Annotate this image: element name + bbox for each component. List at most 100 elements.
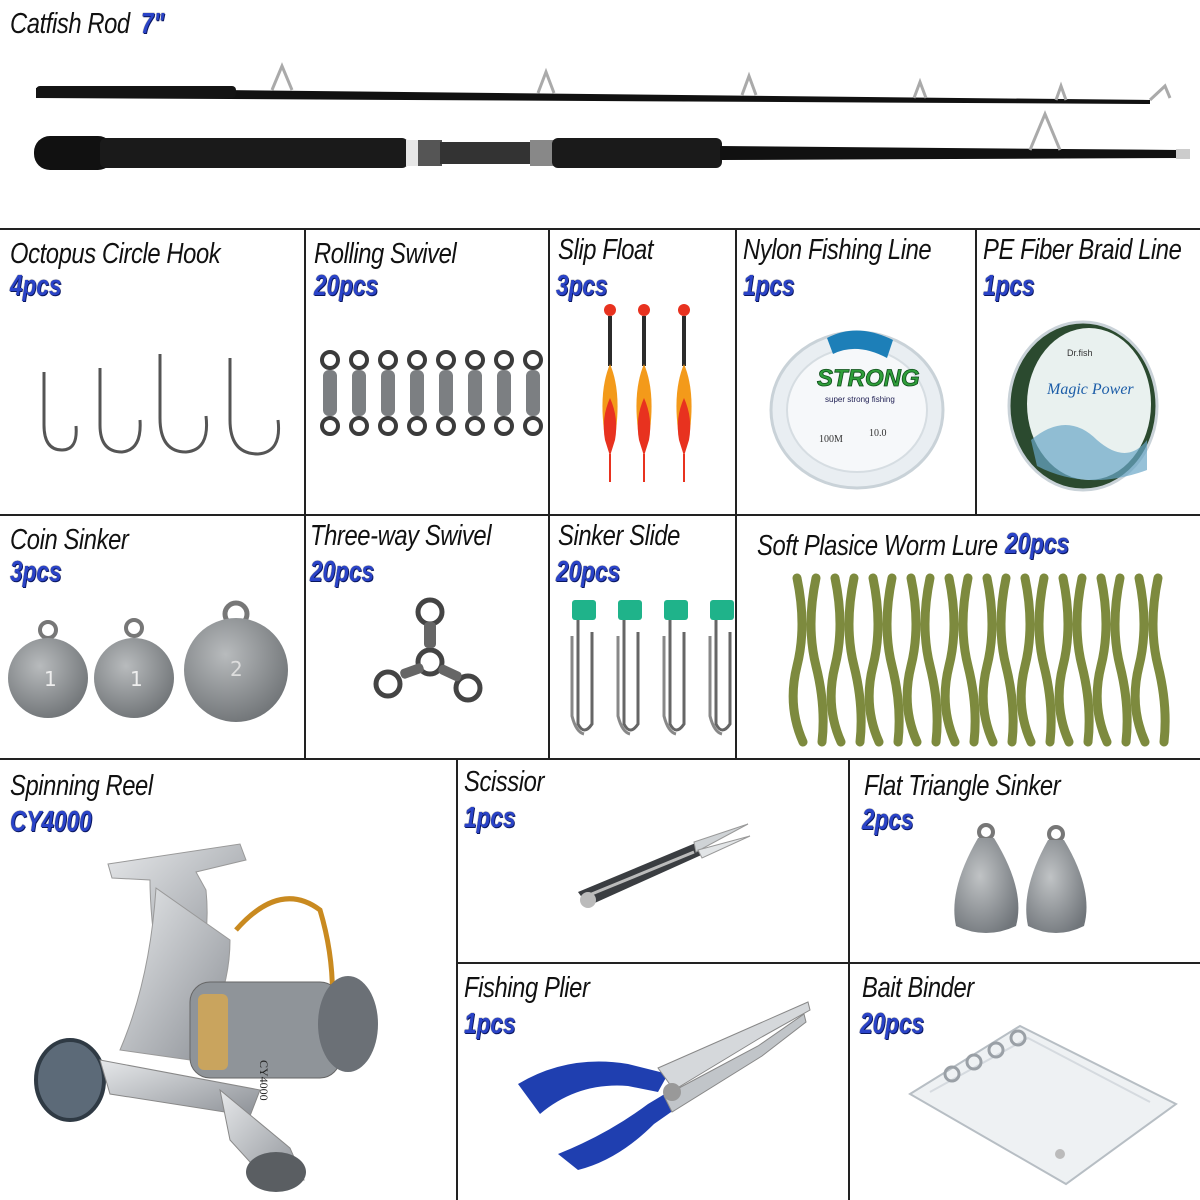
worm-lure <box>940 573 960 747</box>
grid-line <box>0 228 1200 230</box>
slide-snap-wire <box>708 636 723 736</box>
worm-lure <box>1148 573 1170 747</box>
rod-tip-section <box>34 62 1190 170</box>
swivel-ring <box>465 350 485 370</box>
hook-cell: Octopus Circle Hook 4pcs <box>0 230 304 514</box>
swivel-barrel <box>352 370 366 416</box>
worm-lure <box>788 573 808 747</box>
float-body-lower <box>603 398 617 456</box>
rod-section: Catfish Rod 7" <box>0 0 1200 226</box>
item-quantity: 20pcs <box>860 1008 925 1040</box>
swivel-barrel <box>439 370 453 416</box>
slide-snap <box>622 620 640 732</box>
worm-lure <box>996 573 1018 747</box>
float-stem <box>683 454 685 482</box>
nylon-spec: 10.0 <box>869 428 887 439</box>
scissor-image <box>578 823 751 908</box>
worm-lure <box>1092 573 1112 747</box>
grid-line <box>975 228 977 514</box>
float-top <box>604 304 616 316</box>
worm-lure-cell: Soft Plasice Worm Lure 20pcs <box>737 516 1200 758</box>
float-antenna <box>682 316 686 366</box>
swivel-ring <box>349 350 369 370</box>
item-label: Three-way Swivel <box>310 520 492 552</box>
triangle-sinker-image <box>954 823 1087 933</box>
scissor-cell: Scissior 1pcs <box>458 760 848 962</box>
slide-tube <box>664 600 688 620</box>
nylon-spool-image: STRONG super strong fishing 100M 10.0 <box>769 330 945 490</box>
nylon-length: 100M <box>819 434 843 445</box>
braid-spool-image: Dr.fish Magic Power <box>1007 320 1159 492</box>
spinning-reel-cell: Spinning Reel CY4000 CY4000 <box>0 760 456 1200</box>
sinker-slide-cell: Sinker Slide 20pcs <box>550 516 735 758</box>
slide-snap <box>714 620 732 732</box>
worm-lure <box>826 573 846 747</box>
bait-binder-image <box>908 1024 1178 1186</box>
item-label: Nylon Fishing Line <box>743 234 932 266</box>
item-quantity: 20pcs <box>310 556 375 588</box>
grid-line <box>304 228 306 758</box>
item-quantity: 20pcs <box>314 270 379 302</box>
item-quantity: 1pcs <box>743 270 795 302</box>
swivel-ring <box>523 350 543 370</box>
item-quantity: 4pcs <box>10 270 62 302</box>
slide-snap <box>668 620 686 732</box>
item-quantity: 3pcs <box>556 270 608 302</box>
float-top <box>638 304 650 316</box>
item-quantity: 1pcs <box>983 270 1035 302</box>
slide-tube <box>710 600 734 620</box>
braid-line-cell: PE Fiber Braid Line 1pcs Dr.fish Magic P… <box>977 230 1200 514</box>
grid-line <box>0 758 1200 760</box>
worm-lure <box>920 573 942 747</box>
braid-maker: Dr.fish <box>1067 348 1093 358</box>
item-label: Soft Plasice Worm Lure <box>757 530 998 562</box>
rolling-swivel-cell: Rolling Swivel 20pcs <box>306 230 548 514</box>
slide-tube <box>618 600 642 620</box>
grid-line <box>548 228 550 758</box>
grid-line <box>0 514 1200 516</box>
worm-lure <box>1130 573 1150 747</box>
swivel-ring <box>436 416 456 436</box>
rod-length: 7" <box>141 8 165 40</box>
sinker-slide-image <box>570 600 734 736</box>
swivel-ring <box>378 416 398 436</box>
swivel-ring <box>494 416 514 436</box>
worm-lure <box>844 573 866 747</box>
swivel-ring <box>378 350 398 370</box>
fishing-plier-image <box>518 1001 811 1170</box>
braid-brand: Magic Power <box>1046 381 1134 398</box>
rolling-swivel-image <box>320 350 543 436</box>
item-label: Fishing Plier <box>464 972 590 1004</box>
slide-snap <box>576 620 594 732</box>
float-antenna <box>608 316 612 366</box>
worm-lure <box>978 573 998 747</box>
item-quantity: 3pcs <box>10 556 62 588</box>
swivel-ring <box>349 416 369 436</box>
item-label: Coin Sinker <box>10 524 129 556</box>
worm-lure <box>1016 573 1036 747</box>
spinning-reel-image: CY4000 <box>34 843 378 1192</box>
swivel-ring <box>523 416 543 436</box>
swivel-ring <box>494 350 514 370</box>
item-label: Scissior <box>464 766 544 798</box>
item-label: Flat Triangle Sinker <box>864 770 1061 802</box>
triangle-sinker-cell: Flat Triangle Sinker 2pcs <box>850 760 1200 962</box>
item-quantity: 20pcs <box>556 556 621 588</box>
swivel-ring <box>320 416 340 436</box>
slide-snap-wire <box>570 636 585 736</box>
circle-hook-image <box>42 354 281 456</box>
swivel-barrel <box>381 370 395 416</box>
float-stem <box>609 454 611 482</box>
item-quantity: 1pcs <box>464 802 516 834</box>
three-way-swivel-image <box>373 597 483 703</box>
item-label: Bait Binder <box>862 972 974 1004</box>
grid-line <box>735 228 737 758</box>
worm-lure <box>882 573 904 747</box>
swivel-ring <box>436 350 456 370</box>
coin-mark: 1 <box>44 667 57 691</box>
rod-label: Catfish Rod <box>10 8 130 40</box>
nylon-brand: STRONG <box>817 365 920 392</box>
swivel-barrel <box>323 370 337 416</box>
item-label: Spinning Reel <box>10 770 153 802</box>
coin-sinker-cell: Coin Sinker 3pcs 1 1 2 <box>0 516 304 758</box>
